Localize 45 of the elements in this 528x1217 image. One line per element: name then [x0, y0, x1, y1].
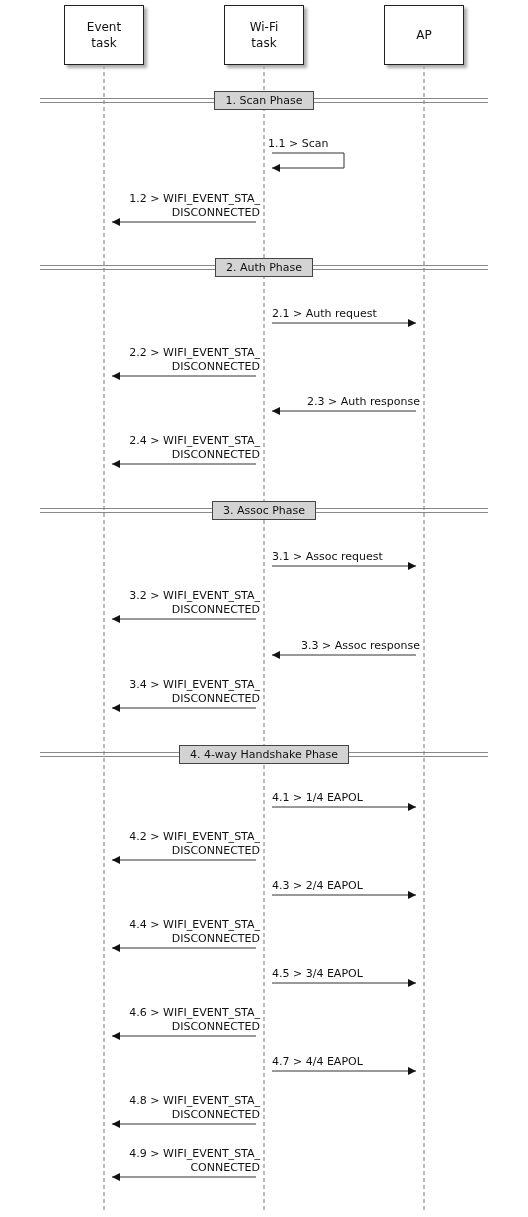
message-arrow	[111, 1173, 257, 1181]
message-label: 4.1 > 1/4 EAPOL	[272, 791, 363, 805]
message-arrow	[111, 615, 257, 623]
message-label: 2.1 > Auth request	[272, 307, 377, 321]
message-label: 4.8 > WIFI_EVENT_STA_DISCONNECTED	[128, 1094, 260, 1122]
message-label: 2.3 > Auth response	[307, 395, 420, 409]
message-arrow	[111, 1120, 257, 1128]
message-arrow	[271, 803, 417, 811]
message-label: 3.4 > WIFI_EVENT_STA_DISCONNECTED	[128, 678, 260, 706]
message-label: 4.6 > WIFI_EVENT_STA_DISCONNECTED	[128, 1006, 260, 1034]
message-arrow	[111, 218, 257, 226]
message-label: 4.5 > 3/4 EAPOL	[272, 967, 363, 981]
phase-box: 2. Auth Phase	[214, 258, 314, 277]
message-arrow	[111, 944, 257, 952]
message-arrow	[271, 1067, 417, 1075]
message-arrow	[271, 651, 417, 659]
message-arrow	[111, 460, 257, 468]
phase-box: 3. Assoc Phase	[211, 501, 317, 520]
message-arrow	[111, 856, 257, 864]
message-arrow	[271, 979, 417, 987]
message-arrow	[111, 372, 257, 380]
participant-box: Event task	[64, 5, 144, 65]
phase-box: 4. 4-way Handshake Phase	[178, 745, 350, 764]
participant-box: Wi-Fi task	[224, 5, 304, 65]
message-label: 4.7 > 4/4 EAPOL	[272, 1055, 363, 1069]
message-arrow	[271, 891, 417, 899]
message-label: 4.4 > WIFI_EVENT_STA_DISCONNECTED	[128, 918, 260, 946]
message-arrow	[111, 704, 257, 712]
message-label: 2.2 > WIFI_EVENT_STA_DISCONNECTED	[128, 346, 260, 374]
message-arrow	[271, 407, 417, 415]
participant-box: AP	[384, 5, 464, 65]
message-label: 3.3 > Assoc response	[301, 639, 420, 653]
message-label: 3.2 > WIFI_EVENT_STA_DISCONNECTED	[128, 589, 260, 617]
message-arrow	[271, 319, 417, 327]
message-label: 4.2 > WIFI_EVENT_STA_DISCONNECTED	[128, 830, 260, 858]
phase-box: 1. Scan Phase	[214, 91, 314, 110]
message-label: 3.1 > Assoc request	[272, 550, 383, 564]
message-label: 1.1 > Scan	[268, 137, 329, 151]
message-arrow	[271, 562, 417, 570]
message-label: 4.3 > 2/4 EAPOL	[272, 879, 363, 893]
message-arrow	[111, 1032, 257, 1040]
message-arrow	[271, 152, 345, 172]
message-label: 4.9 > WIFI_EVENT_STA_CONNECTED	[128, 1147, 260, 1175]
message-label: 1.2 > WIFI_EVENT_STA_DISCONNECTED	[128, 192, 260, 220]
message-label: 2.4 > WIFI_EVENT_STA_DISCONNECTED	[128, 434, 260, 462]
